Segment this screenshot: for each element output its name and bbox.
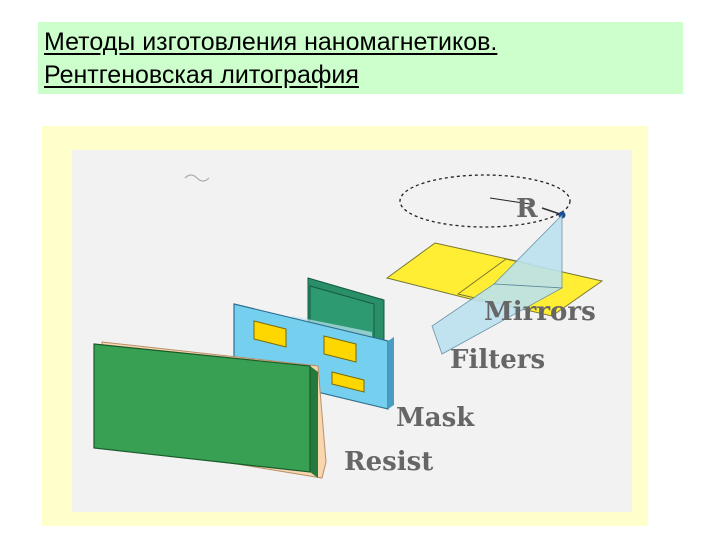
xray-lithography-figure: R Mirrors Filters Mask Resist	[42, 126, 648, 526]
mask-label: Mask	[396, 403, 475, 433]
slide-title-box: Методы изготовления наномагнетиков. Рент…	[38, 22, 683, 94]
resist-block-front	[93, 343, 311, 473]
xray-lithography-diagram: R Mirrors Filters Mask Resist	[72, 150, 632, 512]
source-label: R	[516, 194, 538, 224]
mirrors-label: Mirrors	[484, 297, 596, 327]
source-arrow-line	[541, 207, 561, 215]
mask-window-1	[253, 320, 287, 348]
mask-window-3	[331, 371, 365, 393]
slide-title-line-1: Методы изготовления наномагнетиков.	[44, 28, 498, 56]
mask-window-2	[323, 335, 357, 363]
xray-beam-reflected	[431, 283, 564, 355]
sketch-mark	[184, 174, 210, 182]
resist-label: Resist	[344, 447, 433, 477]
resist-block-side	[310, 366, 318, 478]
filters-label: Filters	[450, 345, 545, 375]
source-orbit	[399, 174, 571, 228]
source-pointer	[489, 197, 531, 205]
mask-plate-edge	[388, 337, 394, 409]
slide-title-line-2: Рентгеновская литография	[44, 61, 359, 89]
